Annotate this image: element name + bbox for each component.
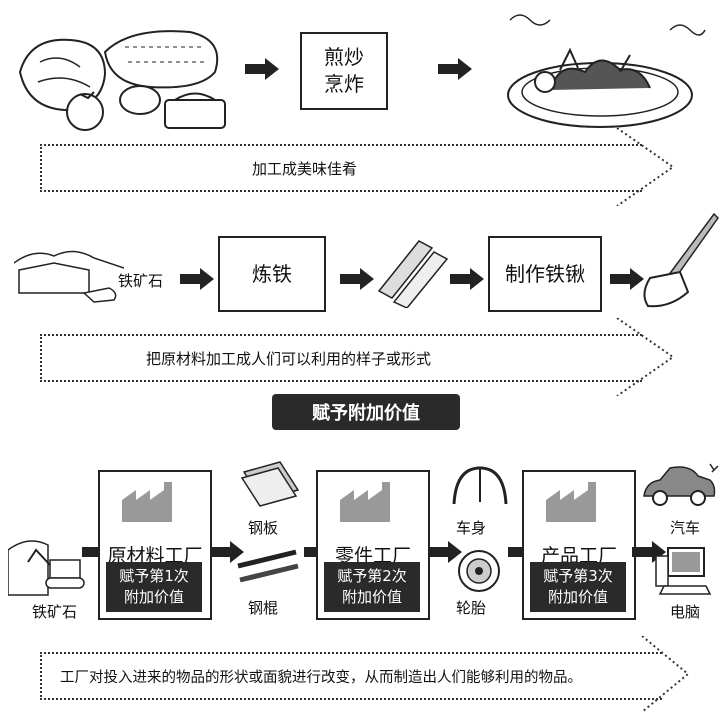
banner-arrowhead-icon: [641, 636, 690, 712]
steel-plate-label: 钢板: [248, 519, 279, 537]
first-added-value-line-2: 附加价值: [123, 588, 184, 606]
factory-icon: [122, 482, 172, 522]
shovel-making-label: 制作铁锹: [505, 261, 585, 286]
shovel-making-box: 制作铁锹: [488, 236, 602, 312]
first-added-value-line-1: 赋予第1次: [119, 567, 189, 585]
computer-label: 电脑: [670, 603, 701, 621]
ironmaking-label: 炼铁: [252, 261, 292, 286]
cooked-dish-illustration: [507, 14, 706, 128]
shovel-illustration: [643, 212, 719, 308]
food-ingredients-illustration: [18, 30, 226, 131]
iron-ore-label: 铁矿石: [118, 272, 164, 290]
second-added-value-line-1: 赋予第2次: [337, 567, 407, 585]
flow-arrow-icon: [610, 268, 644, 290]
second-added-value-line-2: 附加价值: [341, 588, 402, 606]
factory-icon: [546, 482, 596, 522]
processing-banner-text: 把原材料加工成人们可以利用的样子或形式: [146, 350, 432, 368]
ironmaking-box: 炼铁: [218, 236, 326, 312]
second-added-value-box: 赋予第2次 附加价值: [324, 562, 420, 612]
cooking-process-box: 煎炒烹炸: [300, 32, 388, 110]
third-added-value-line-2: 附加价值: [547, 588, 608, 606]
added-value-badge: 赋予附加价值: [272, 394, 460, 430]
iron-ore-label-row3: 铁矿石: [32, 603, 78, 621]
steel-rod-illustration: [237, 549, 299, 583]
cooking-banner: 加工成美味佳肴: [40, 144, 642, 192]
added-value-badge-text: 赋予附加价值: [312, 403, 420, 424]
factory-icon: [340, 482, 390, 522]
flow-arrow-icon: [438, 58, 472, 80]
cooking-process-line-1: 煎炒: [324, 45, 364, 69]
steel-rod-label: 钢棍: [248, 599, 279, 617]
factory-banner: 工厂对投入进来的物品的形状或面貌进行改变，从而制造出人们能够利用的物品。: [40, 652, 662, 700]
processing-banner: 把原材料加工成人们可以利用的样子或形式: [40, 334, 642, 382]
steel-plate-illustration: [240, 461, 300, 507]
banner-arrowhead-icon: [616, 128, 675, 206]
computer-illustration: [655, 547, 712, 595]
car-label: 汽车: [670, 519, 701, 537]
first-added-value-box: 赋予第1次 附加价值: [106, 562, 202, 612]
iron-ore-mountain-illustration: [14, 250, 124, 303]
flow-arrow-icon: [340, 268, 374, 290]
flow-arrow-icon: [180, 268, 214, 290]
excavator-illustration: [8, 540, 85, 596]
iron-bars-illustration: [377, 240, 449, 308]
cooking-process-line-2: 烹炸: [324, 72, 364, 96]
third-added-value-box: 赋予第3次 附加价值: [530, 562, 626, 612]
cooking-banner-text: 加工成美味佳肴: [252, 160, 358, 178]
banner-arrowhead-icon: [616, 318, 675, 396]
car-body-illustration: [452, 466, 508, 505]
factory-banner-text: 工厂对投入进来的物品的形状或面貌进行改变，从而制造出人们能够利用的物品。: [60, 670, 582, 686]
flow-arrow-icon: [450, 268, 484, 290]
flow-arrow-icon: [245, 58, 279, 80]
flow-arrow-icon: [210, 541, 244, 563]
third-added-value-line-1: 赋予第3次: [543, 567, 613, 585]
flow-arrow-icon: [428, 541, 462, 563]
tire-illustration: [458, 550, 500, 592]
car-body-label: 车身: [456, 519, 487, 537]
tire-label: 轮胎: [456, 599, 487, 617]
car-illustration: [643, 463, 719, 506]
